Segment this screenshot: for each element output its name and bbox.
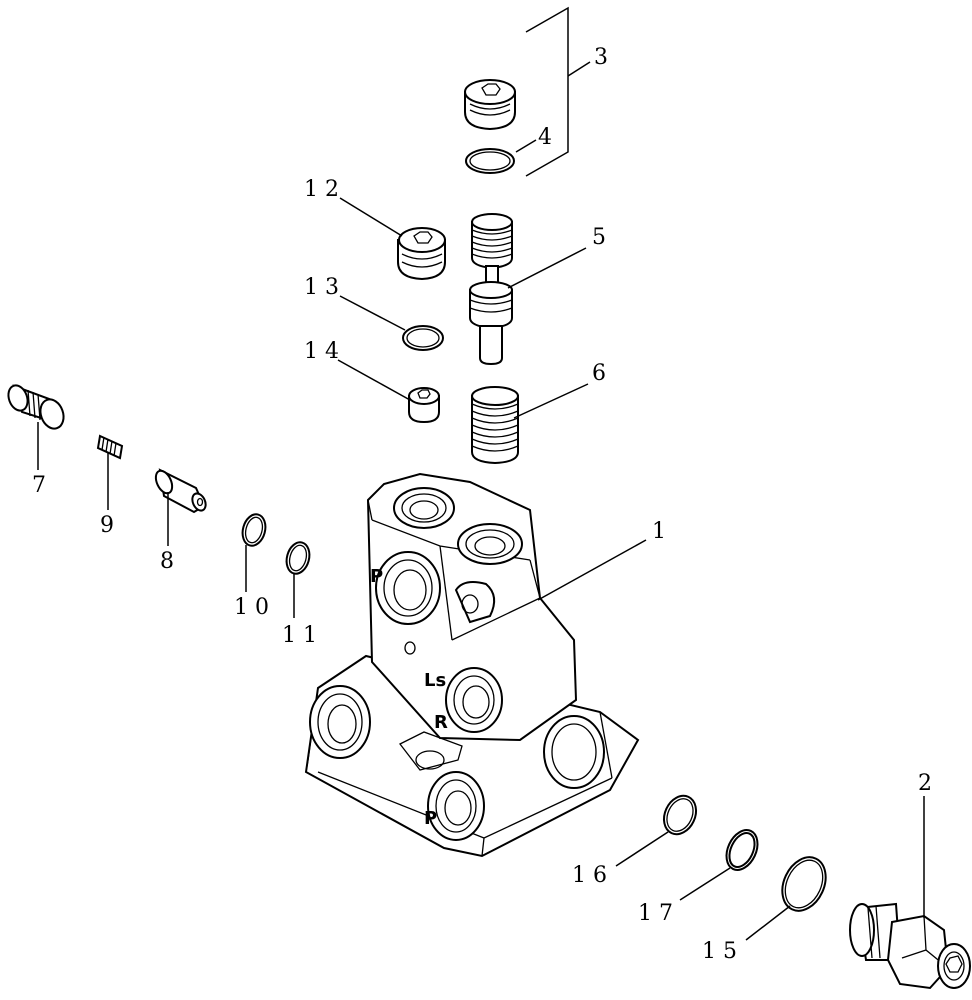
port-label-p: P [370,566,383,587]
callout-9: 9 [100,513,114,538]
part-12-plug [397,227,446,281]
callout-16: 1 6 [572,863,607,888]
callout-8: 8 [160,549,174,574]
callout-3: 3 [594,45,608,70]
leader-15 [745,905,791,941]
part-6-spring [471,386,519,465]
callout-7: 7 [32,473,46,498]
part-10-o-ring [241,513,267,547]
callout-4: 4 [538,125,552,150]
part-8-poppet [154,468,207,514]
leader-17 [679,867,731,901]
part-4-o-ring [465,148,515,174]
part-5-spool [469,213,513,366]
part-16-o-ring [662,794,698,836]
part-3-plug [464,79,516,131]
leader-14 [337,359,411,401]
part-13-o-ring [402,325,444,351]
part-14-plug [408,387,440,424]
part-1-valve-body [304,472,640,858]
callout-15: 1 5 [702,939,737,964]
leader-13 [339,295,406,331]
leader-5 [507,247,587,289]
callout-1: 1 [652,519,666,544]
callout-5: 5 [592,225,606,250]
leader-1 [537,539,647,601]
port-label-ls: Ls [424,670,446,691]
callout-13: 1 3 [304,275,339,300]
callout-6: 6 [592,361,606,386]
callout-10: 1 0 [234,595,269,620]
part-9-spring [96,434,124,460]
part-11-o-ring [285,541,311,575]
part-17-o-ring [725,829,759,871]
part-7-plug [7,384,65,430]
callout-14: 1 4 [304,339,339,364]
bracket-3 [515,6,591,177]
port-label-r: R [434,712,448,733]
callout-17: 1 7 [638,901,673,926]
port-label-p-lower: P [424,808,437,829]
callout-11: 1 1 [282,623,317,648]
callout-2: 2 [918,771,932,796]
part-2-fitting [849,902,971,990]
leader-6 [513,383,589,419]
part-15-o-ring [781,856,827,912]
leader-12 [339,197,403,237]
leader-16 [615,831,669,867]
callout-12: 1 2 [304,177,339,202]
